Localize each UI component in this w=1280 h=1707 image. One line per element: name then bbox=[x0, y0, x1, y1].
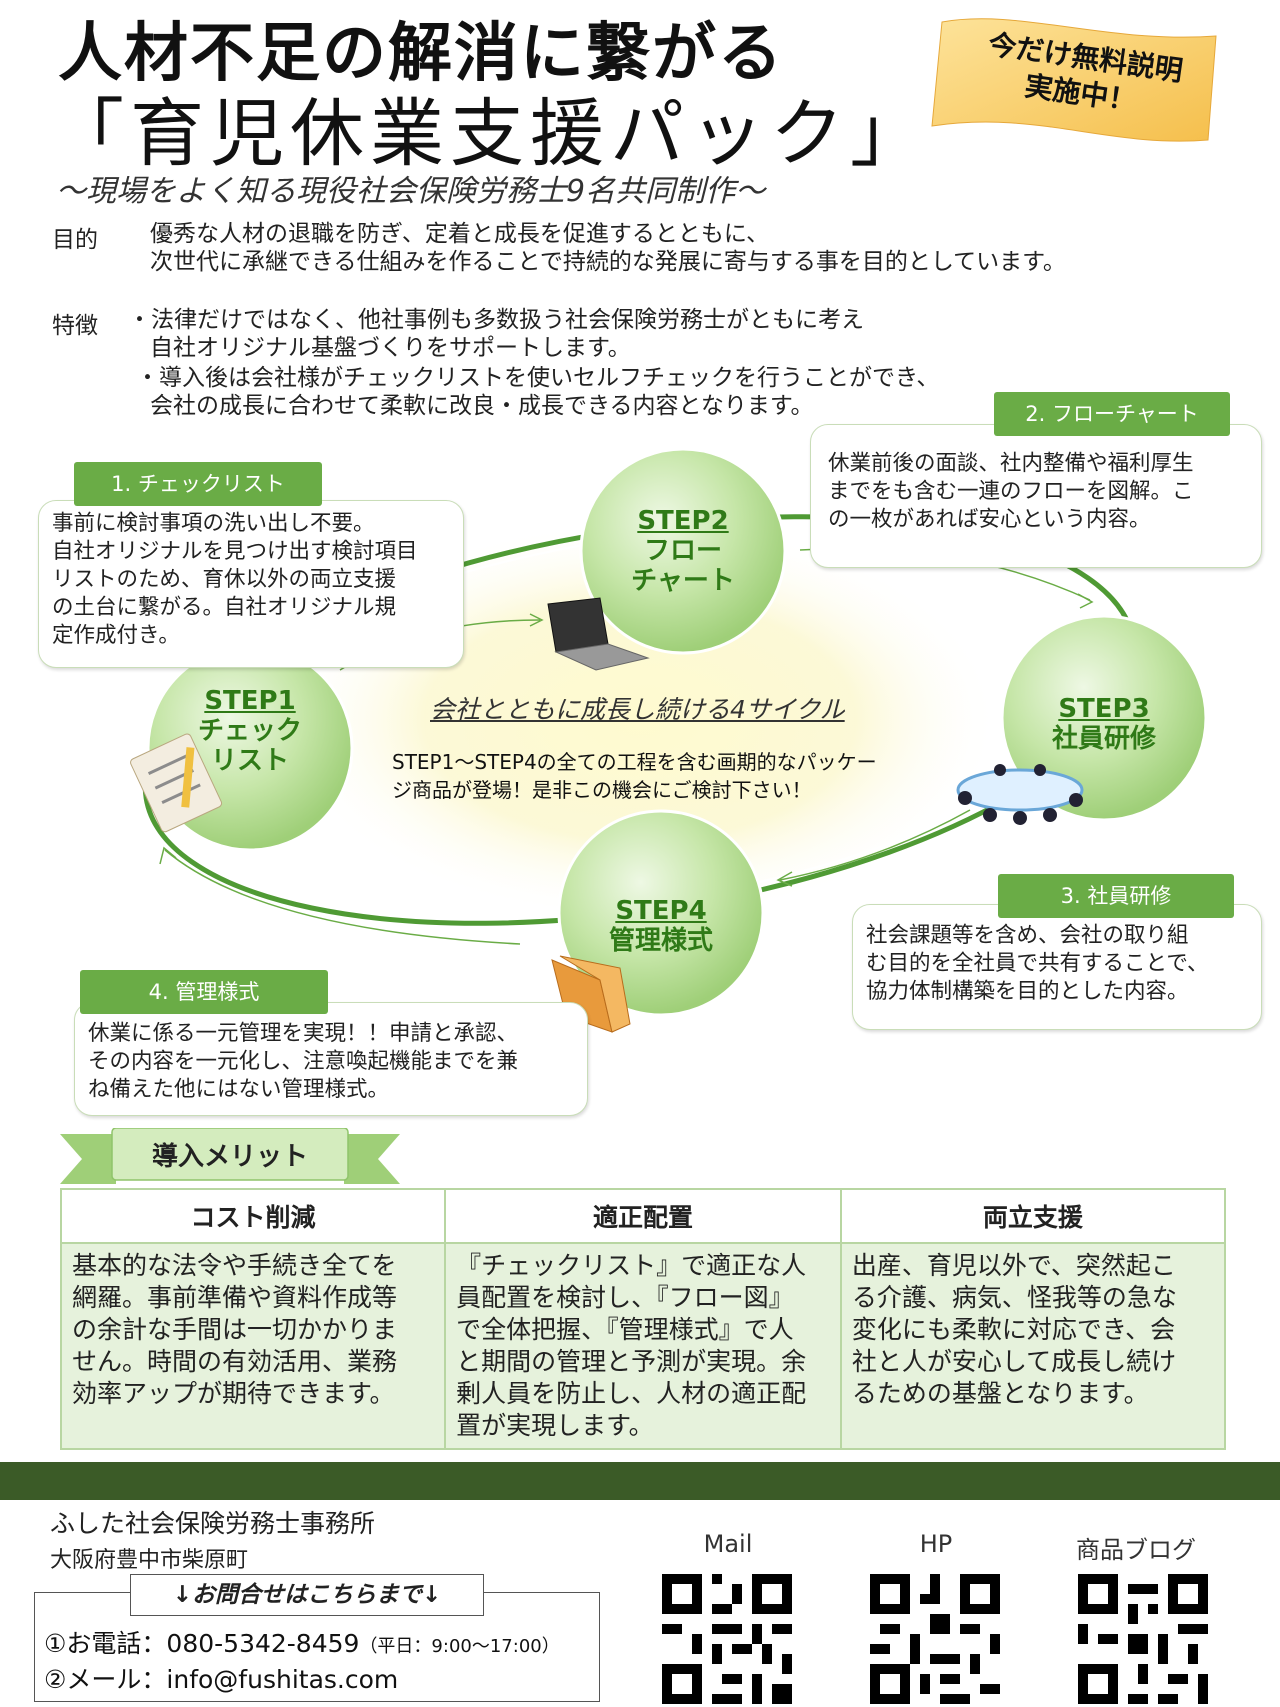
office-name: ふした社会保険労務士事務所 bbox=[50, 1509, 376, 1538]
feature-line: 会社の成長に合わせて柔軟に改良・成長できる内容となります。 bbox=[150, 393, 814, 419]
purpose-line: 次世代に承継できる仕組みを作ることで持続的な発展に寄与する事を目的としています。 bbox=[150, 249, 1066, 275]
tag-checklist: 1. チェックリスト bbox=[74, 462, 322, 506]
feature-line: ・導入後は会社様がチェックリストを使いセルフチェックを行うことができ、 bbox=[136, 365, 940, 391]
page-subtitle: 〜現場をよく知る現役社会保険労務士9名共同制作〜 bbox=[56, 174, 766, 209]
page-title: 人材不足の解消に繋がる bbox=[58, 17, 784, 91]
step4-label: STEP4 管理様式 bbox=[608, 896, 713, 956]
callout-training-text: 社会課題等を含め、会社の取り組 む目的を全社員で共有することで、 協力体制構築を… bbox=[866, 923, 1209, 1004]
merit-header-cost: コスト削減 bbox=[59, 1188, 447, 1244]
office-address: 大阪府豊中市柴原町 bbox=[50, 1548, 249, 1573]
qr-code-mail-icon[interactable] bbox=[662, 1574, 792, 1704]
merit-header-balance: 両立支援 bbox=[839, 1188, 1227, 1244]
merit-table: コスト削減 適正配置 両立支援 基本的な法令や手続き全てを 網羅。事前準備や資料… bbox=[59, 1188, 1227, 1450]
merit-ribbon-shape bbox=[60, 1128, 400, 1184]
step1-label: STEP1 チェック リスト bbox=[197, 686, 302, 776]
merit-ribbon-label: 導入メリット bbox=[151, 1142, 308, 1172]
product-title: 「育児休業支援パック」 bbox=[50, 91, 930, 177]
qr-label-hp: HP bbox=[919, 1530, 953, 1558]
callout-checklist bbox=[38, 500, 464, 668]
callout-checklist-text: 事前に検討事項の洗い出し不要。 自社オリジナルを見つけ出す検討項目 リストのため… bbox=[52, 511, 418, 648]
callout-flowchart-text: 休業前後の面談、社内整備や福利厚生 までをも含む一連のフローを図解。こ の一枚が… bbox=[828, 451, 1194, 532]
qr-label-mail: Mail bbox=[703, 1530, 753, 1558]
purpose-line: 優秀な人材の退職を防ぎ、定着と成長を促進するとともに、 bbox=[150, 221, 770, 247]
cycle-center-desc: STEP1〜STEP4の全ての工程を含む画期的なパッケー ジ商品が登場！是非この… bbox=[392, 750, 877, 802]
step3-label: STEP3 社員研修 bbox=[1051, 694, 1156, 754]
step2-label: STEP2 フロー チャート bbox=[631, 506, 735, 596]
promo-banner-flag bbox=[931, 18, 1217, 142]
step-circles bbox=[146, 447, 1208, 1017]
mail-address[interactable]: info@fushitas.com bbox=[166, 1665, 399, 1694]
cycle-center-title: 会社とともに成長し続ける4サイクル bbox=[430, 695, 845, 724]
tag-flowchart: 2. フローチャート bbox=[994, 392, 1230, 436]
tag-training: 3. 社員研修 bbox=[998, 874, 1234, 918]
phone-line: ①お電話：080-5342-8459（平日：9:00〜17:00） bbox=[44, 1629, 560, 1658]
clipboard-icon bbox=[130, 733, 223, 833]
callout-management bbox=[74, 1002, 588, 1116]
purpose-label: 目的 bbox=[52, 227, 98, 253]
merit-cell-balance: 出産、育児以外で、突然起こ る介護、病気、怪我等の急な 変化にも柔軟に対応でき、… bbox=[839, 1243, 1227, 1450]
contact-bar: 詳しくは 「①お電話」 または 「②メール」 にてお問合せ下さい bbox=[0, 1462, 1280, 1531]
callout-management-text: 休業に係る一元管理を実現！！申請と承認、 その内容を一元化し、注意喚起機能までを… bbox=[88, 1021, 519, 1102]
merit-cell-cost: 基本的な法令や手続き全てを 網羅。事前準備や資料作成等 の余計な手間は一切かかり… bbox=[59, 1243, 447, 1450]
phone-number[interactable]: 080-5342-8459 bbox=[166, 1629, 360, 1658]
qr-code-blog-icon[interactable] bbox=[1078, 1574, 1208, 1704]
tag-management: 4. 管理様式 bbox=[80, 970, 328, 1014]
meeting-table-icon bbox=[956, 764, 1084, 825]
laptop-icon bbox=[547, 597, 650, 671]
callout-training bbox=[852, 904, 1262, 1030]
merit-cell-placement: 『チェックリスト』で適正な人 員配置を検討し、『フロー図』 で全体把握、『管理様… bbox=[444, 1243, 842, 1450]
feature-line: 自社オリジナル基盤づくりをサポートします。 bbox=[150, 335, 631, 361]
mail-line: ②メール：info@fushitas.com bbox=[44, 1665, 399, 1694]
feature-line: ・法律だけではなく、他社事例も多数扱う社会保険労務士がともに考え bbox=[128, 307, 864, 333]
qr-label-blog: 商品ブログ bbox=[1076, 1536, 1196, 1564]
callout-flowchart bbox=[810, 424, 1262, 568]
contact-box-title: ↓お問合せはこちらまで↓ bbox=[130, 1574, 484, 1616]
features-label: 特徴 bbox=[52, 313, 98, 339]
qr-code-hp-icon[interactable] bbox=[870, 1574, 1000, 1704]
merit-header-placement: 適正配置 bbox=[444, 1188, 842, 1244]
